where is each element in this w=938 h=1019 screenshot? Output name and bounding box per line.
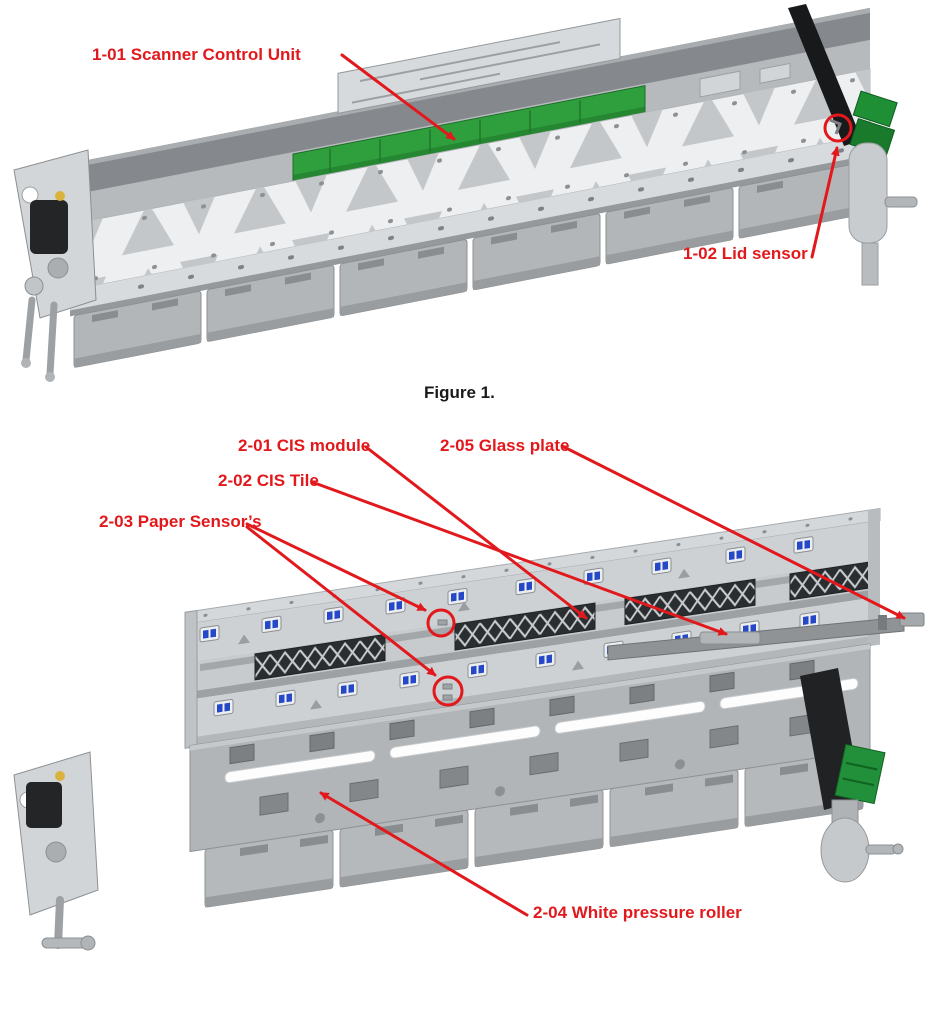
paper-sensor-tabs (437, 619, 453, 701)
circle-lid-sensor (823, 113, 853, 143)
cis-tile (699, 631, 761, 645)
figure1-caption: Figure 1. (424, 383, 495, 402)
fig2-left-bracket (13, 751, 99, 951)
glass-plate-rod (607, 612, 925, 661)
fig2-connector-board (834, 743, 886, 805)
label-white-pressure-roller: 2-04 White pressure roller (533, 903, 742, 922)
arrow-paper-sensor-upper (245, 522, 427, 612)
fig1-top-deck (70, 7, 870, 198)
fig2-right-end (800, 668, 904, 883)
circle-paper-sensor-upper (426, 608, 456, 638)
arrow-scanner-control-unit (340, 53, 456, 141)
arrow-paper-sensor-lower (245, 525, 437, 677)
circle-paper-sensor-lower (432, 675, 464, 707)
fig1-black-rail (788, 4, 862, 146)
cis-module-band (185, 558, 880, 693)
fig2-end-housing (820, 817, 870, 883)
fig1-connector-board (849, 90, 898, 157)
label-glass-plate: 2-05 Glass plate (440, 436, 570, 455)
label-paper-sensors: 2-03 Paper Sensor’s (99, 512, 262, 531)
platen-inset-row1 (229, 659, 815, 765)
fig1-cover-plate (337, 17, 621, 114)
figure1-machine-body (69, 7, 871, 368)
fig1-left-bracket (13, 149, 97, 382)
fig1-end-housing (848, 142, 888, 244)
fig2-motor (26, 782, 62, 828)
arrow-cis-module (364, 445, 588, 620)
arrow-white-pressure-roller (319, 791, 529, 917)
fig1-lower-band (70, 134, 870, 311)
label-lid-sensor: 1-02 Lid sensor (683, 244, 808, 263)
label-cis-tile: 2-02 CIS Tile (218, 471, 319, 490)
platen-inset-row2 (259, 713, 819, 816)
fig1-right-end (788, 4, 918, 286)
white-pressure-rollers (224, 677, 859, 784)
label-scanner-control-unit: 1-01 Scanner Control Unit (92, 45, 301, 64)
arrow-glass-plate (560, 444, 906, 620)
label-cis-module: 2-01 CIS module (238, 436, 371, 455)
arrow-cis-tile (310, 480, 728, 636)
fig1-motor (30, 200, 68, 254)
arrow-lid-sensor (810, 146, 840, 259)
